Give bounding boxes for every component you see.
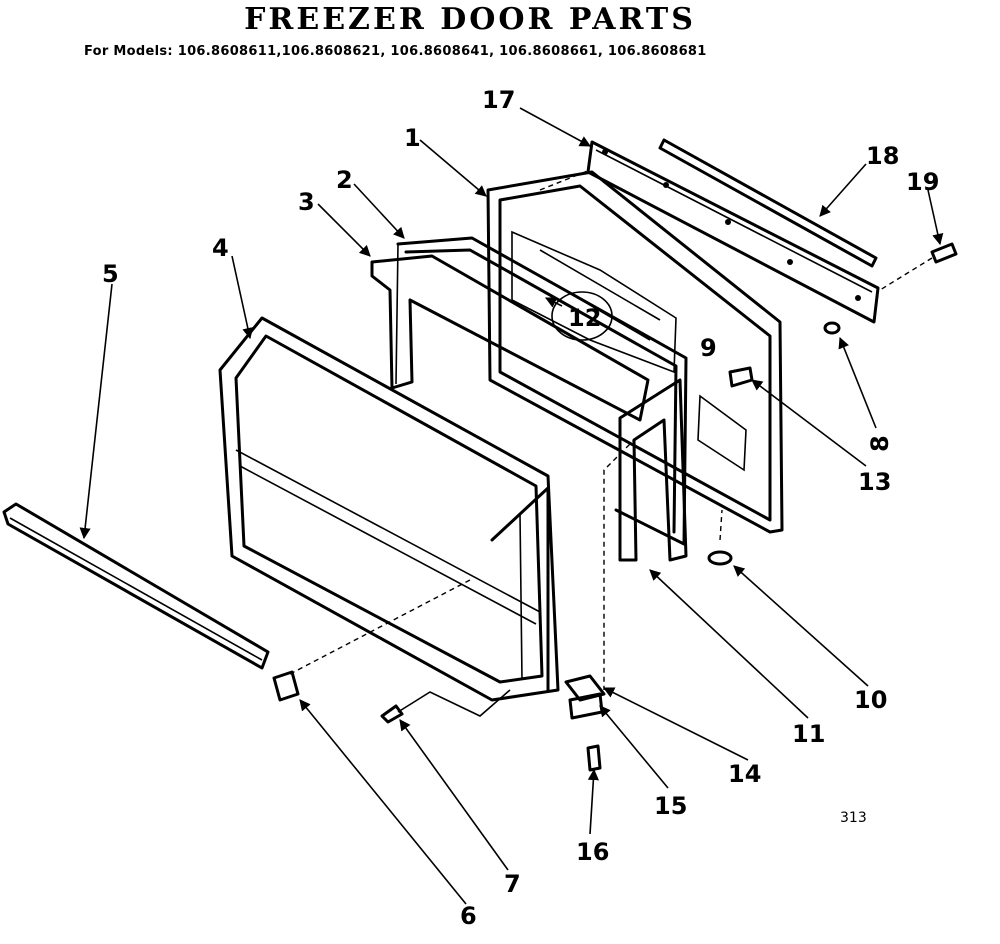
model-list: For Models: 106.8608611,106.8608621, 106… <box>84 44 707 59</box>
part-2-door-gasket <box>395 236 688 546</box>
callout-3: 3 <box>298 188 315 216</box>
part-7-screw <box>380 689 511 724</box>
part-4-door-liner <box>218 316 560 702</box>
callout-16: 16 <box>576 838 609 866</box>
part-8-plug <box>823 321 841 335</box>
callout-7: 7 <box>504 870 521 898</box>
leader-lines <box>79 107 944 905</box>
callout-6: 6 <box>460 902 477 930</box>
callout-19: 19 <box>906 168 939 196</box>
callout-10: 10 <box>854 686 887 714</box>
diagram-title: FREEZER DOOR PARTS <box>244 2 696 37</box>
callout-13: 13 <box>858 468 891 496</box>
callout-11: 11 <box>792 720 825 748</box>
callout-9: 9 <box>700 334 717 362</box>
part-17-top-hinge-bracket <box>586 140 880 324</box>
part-6-handle-cap <box>272 579 471 702</box>
callout-8: 8 <box>866 435 894 452</box>
callout-1: 1 <box>404 124 421 152</box>
part-18-trim-strip <box>658 138 878 268</box>
callout-12-circle <box>551 291 613 341</box>
callout-12: 12 <box>568 304 601 332</box>
part-3-breaker-strip <box>370 254 650 422</box>
part-11-door-stiffener <box>603 378 688 690</box>
callout-4: 4 <box>212 234 229 262</box>
figure-id: 313 <box>840 810 867 826</box>
part-1-outer-door-panel <box>486 169 784 534</box>
part-19-screw <box>879 242 958 291</box>
callout-15: 15 <box>654 792 687 820</box>
callout-18: 18 <box>866 142 899 170</box>
part-16-screw <box>586 744 602 772</box>
part-13-clip <box>697 366 754 472</box>
callout-14: 14 <box>728 760 761 788</box>
callout-2: 2 <box>336 166 353 194</box>
callout-17: 17 <box>482 86 515 114</box>
part-15-hinge-pin <box>568 692 604 720</box>
callout-5: 5 <box>102 260 119 288</box>
part-10-door-stop <box>707 509 733 566</box>
part-5-door-handle <box>2 502 270 670</box>
